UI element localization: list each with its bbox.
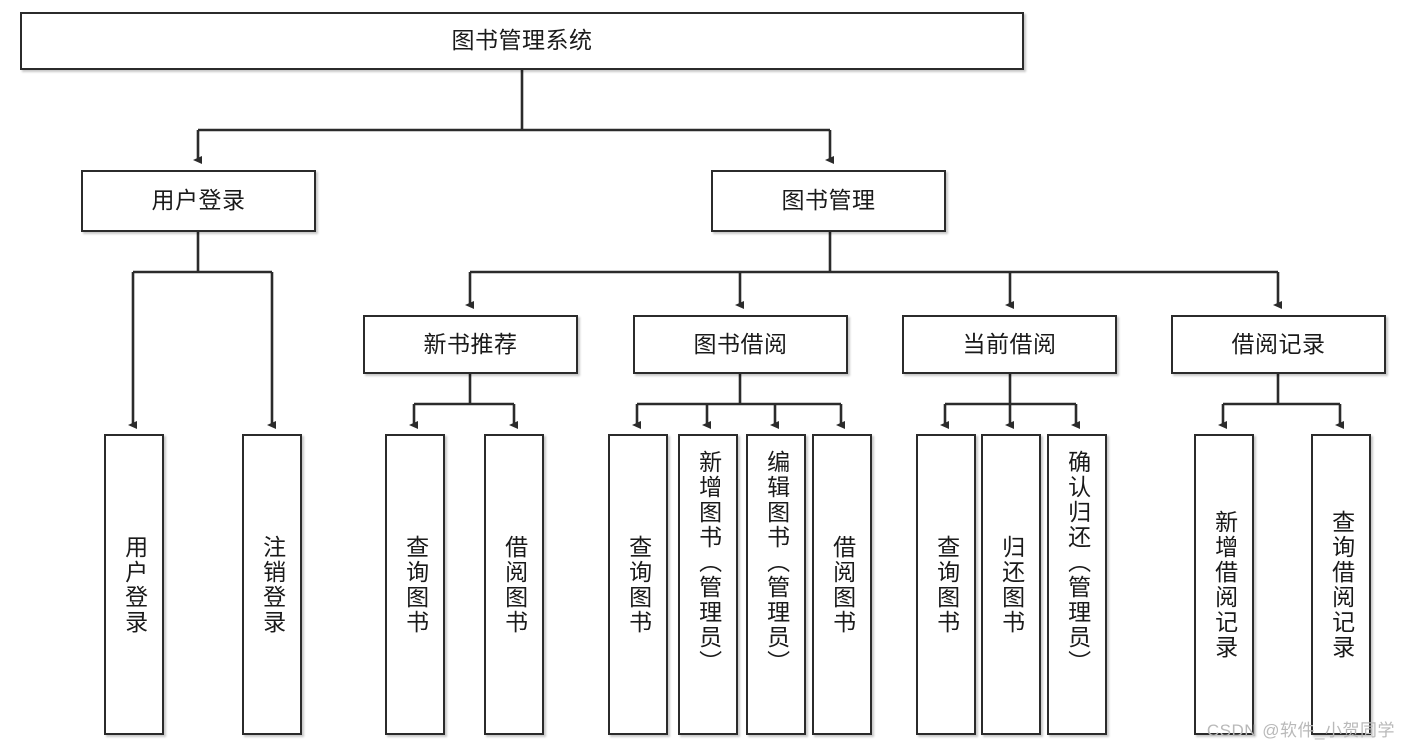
leaf-borrow-book-1-label: 借阅图书: [501, 534, 528, 635]
leaf-return-book[interactable]: 归还图书: [981, 434, 1041, 735]
leaf-add-borrow-record[interactable]: 新增借阅记录: [1194, 434, 1254, 735]
leaf-logout-login-label: 注销登录: [259, 534, 286, 635]
leaf-borrow-book-2[interactable]: 借阅图书: [812, 434, 872, 735]
leaf-query-book-2[interactable]: 查询图书: [608, 434, 668, 735]
leaf-query-book-3-label: 查询图书: [933, 534, 960, 635]
node-root[interactable]: 图书管理系统: [20, 12, 1024, 70]
node-book-management-label: 图书管理: [781, 187, 876, 214]
leaf-query-book-1[interactable]: 查询图书: [385, 434, 445, 735]
leaf-return-book-label: 归还图书: [998, 534, 1025, 635]
node-root-label: 图书管理系统: [451, 27, 593, 54]
node-user-login[interactable]: 用户登录: [81, 170, 316, 232]
leaf-user-login-label: 用户登录: [121, 534, 148, 635]
watermark-text: CSDN @软件_小贺同学: [1206, 721, 1395, 740]
leaf-logout-login[interactable]: 注销登录: [242, 434, 302, 735]
node-current-borrow[interactable]: 当前借阅: [902, 315, 1117, 374]
node-book-borrow[interactable]: 图书借阅: [633, 315, 848, 374]
node-user-login-label: 用户登录: [151, 187, 246, 214]
leaf-query-book-3[interactable]: 查询图书: [916, 434, 976, 735]
leaf-query-borrow-record-label: 查询借阅记录: [1328, 509, 1355, 660]
leaf-add-borrow-record-label: 新增借阅记录: [1211, 509, 1238, 660]
leaf-query-book-1-label: 查询图书: [402, 534, 429, 635]
leaf-edit-book-label: 编辑图书（管理员）: [763, 450, 790, 675]
leaf-add-book-label: 新增图书（管理员）: [695, 450, 722, 675]
leaf-query-book-2-label: 查询图书: [625, 534, 652, 635]
node-borrow-record[interactable]: 借阅记录: [1171, 315, 1386, 374]
leaf-confirm-return-label: 确认归还（管理员）: [1064, 450, 1091, 675]
node-new-book-recommend-label: 新书推荐: [423, 330, 518, 357]
leaf-user-login[interactable]: 用户登录: [104, 434, 164, 735]
node-borrow-record-label: 借阅记录: [1231, 330, 1326, 357]
leaf-edit-book[interactable]: 编辑图书（管理员）: [746, 434, 806, 735]
leaf-add-book[interactable]: 新增图书（管理员）: [678, 434, 738, 735]
node-current-borrow-label: 当前借阅: [962, 330, 1057, 357]
node-new-book-recommend[interactable]: 新书推荐: [363, 315, 578, 374]
node-book-management[interactable]: 图书管理: [711, 170, 946, 232]
leaf-borrow-book-2-label: 借阅图书: [829, 534, 856, 635]
leaf-confirm-return[interactable]: 确认归还（管理员）: [1047, 434, 1107, 735]
leaf-borrow-book-1[interactable]: 借阅图书: [484, 434, 544, 735]
leaf-query-borrow-record[interactable]: 查询借阅记录: [1311, 434, 1371, 735]
node-book-borrow-label: 图书借阅: [693, 330, 788, 357]
